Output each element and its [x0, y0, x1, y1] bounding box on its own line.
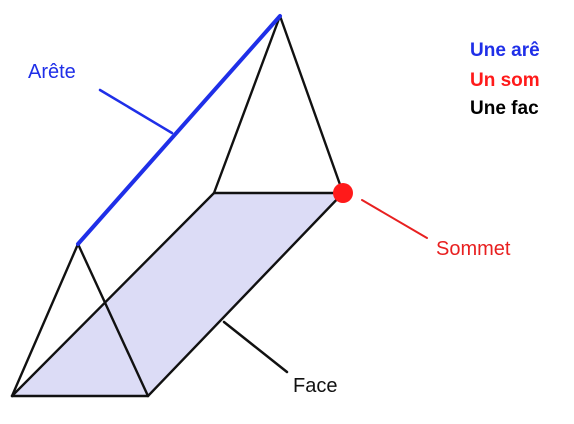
edge-bottom-left: [10, 191, 216, 398]
face-callout-line: [222, 320, 289, 374]
legend-vertex-line: Un som: [470, 70, 540, 91]
vertex-label: Sommet: [436, 238, 511, 260]
legend-face-line: Une fac: [470, 98, 539, 119]
shaded-face: [12, 193, 343, 396]
vertex-callout-line: [361, 199, 428, 239]
legend-edge-line: Une arê: [470, 40, 540, 61]
highlighted-edge: [76, 14, 282, 246]
edge-front-right-side: [76, 242, 150, 398]
edge-bottom-right: [146, 191, 345, 398]
highlighted-vertex: [333, 183, 353, 203]
edge-label: Arête: [28, 61, 76, 83]
edge-top-right-side: [278, 14, 345, 195]
edge-top-left-side: [212, 14, 282, 195]
face-label: Face: [293, 375, 337, 397]
prism-edges: [10, 14, 345, 398]
edge-front-left-side: [10, 242, 80, 398]
edge-callout-line: [98, 88, 174, 135]
